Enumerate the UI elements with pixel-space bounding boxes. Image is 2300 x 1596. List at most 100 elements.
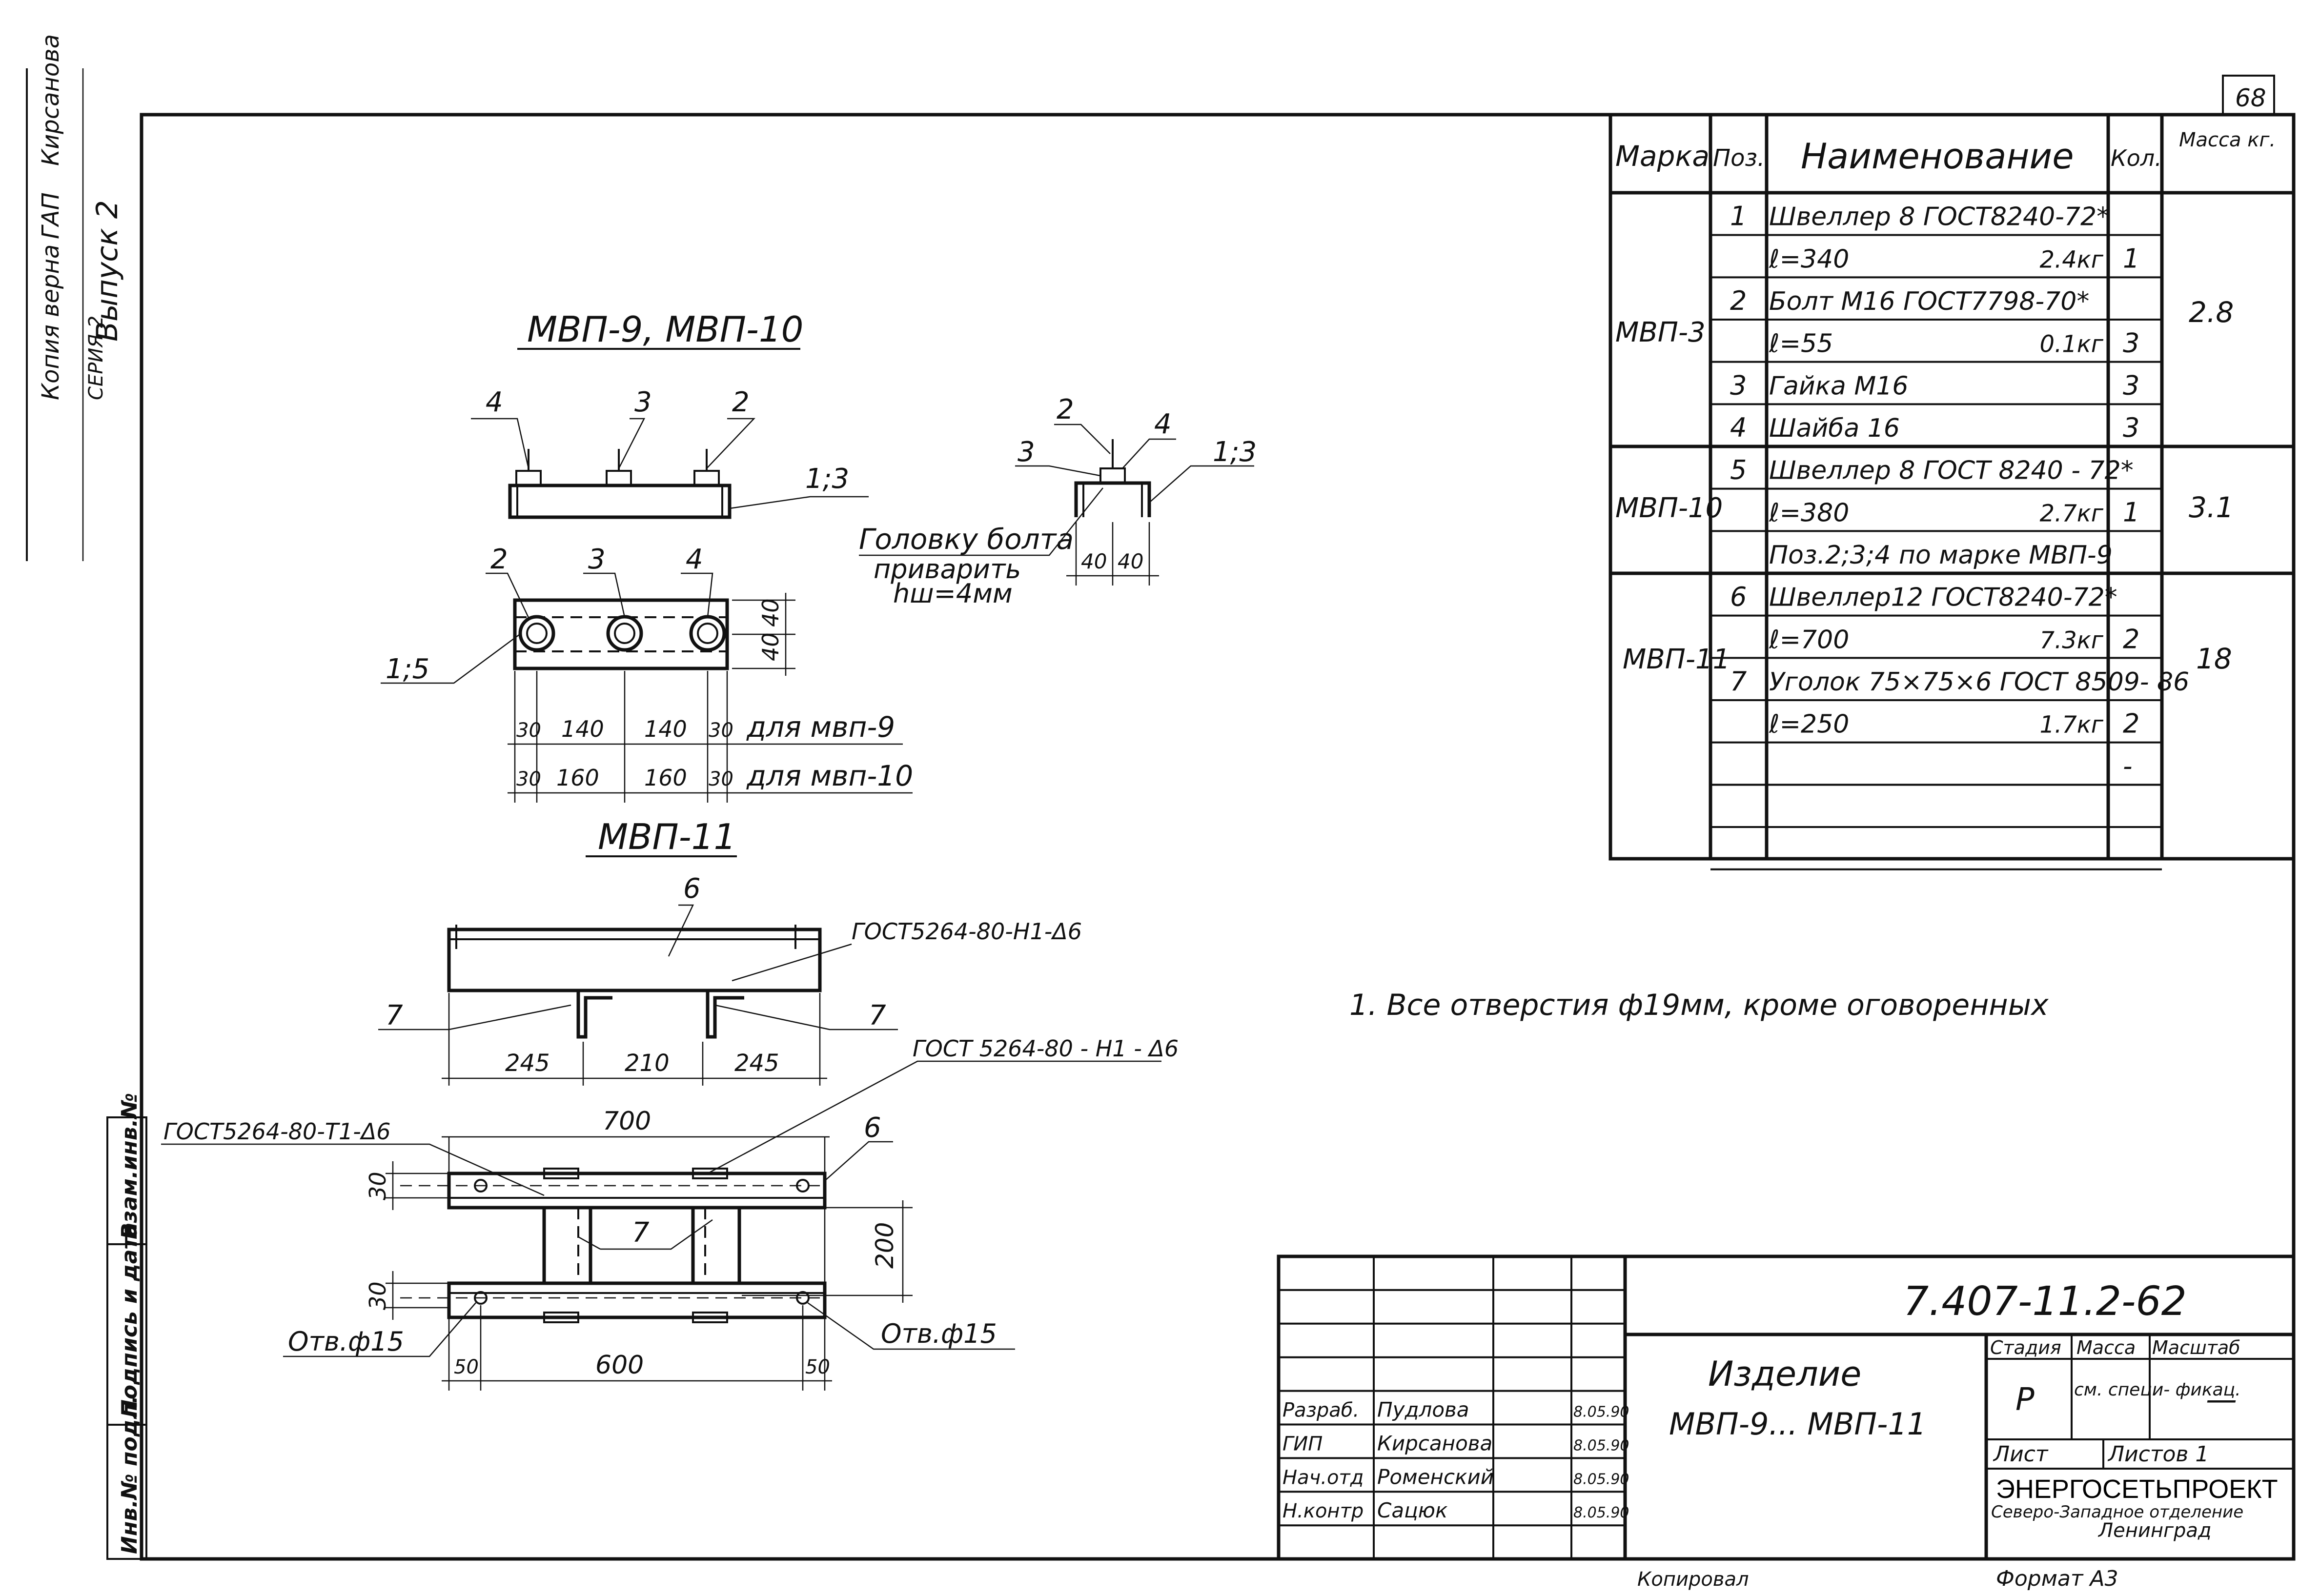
dim-side-0: 40 bbox=[1081, 549, 1107, 573]
spec-row-qty: 3 bbox=[2123, 412, 2139, 443]
dim9-2: 140 bbox=[644, 716, 687, 742]
spec-row-qty: 1 bbox=[2123, 243, 2139, 274]
label-for-mvp10: для мвп-10 bbox=[746, 759, 913, 792]
sig-role: Н.контр bbox=[1282, 1500, 1364, 1522]
binding-label-1: Подпись и дата bbox=[117, 1222, 142, 1417]
side-stamp: Копия верна ГАП Кирсанова СЕРИЯ 2 Выпуск… bbox=[26, 34, 124, 561]
callout-7-right: 7 bbox=[869, 1000, 886, 1031]
sig-name: Пудлова bbox=[1377, 1398, 1469, 1422]
hole-label-right: Отв.ф15 bbox=[881, 1318, 997, 1349]
callout-2-side: 2 bbox=[1057, 394, 1074, 425]
spec-row-pos: 1 bbox=[1730, 201, 1747, 232]
dim-40-a: 40 bbox=[757, 598, 784, 627]
dim10-2: 160 bbox=[644, 765, 687, 791]
org-sub1: Северо-Западное отделение bbox=[1991, 1502, 2243, 1522]
format-label: Формат А3 bbox=[1996, 1566, 2118, 1591]
spec-row-pos: 2 bbox=[1730, 285, 1747, 316]
dim11-1: 210 bbox=[625, 1050, 670, 1077]
callout-1-3-side: 1;3 bbox=[1213, 436, 1257, 468]
callout-4-elev: 4 bbox=[486, 386, 503, 418]
dim-700: 700 bbox=[603, 1107, 651, 1136]
spec-row-qty: 2 bbox=[2123, 624, 2139, 654]
callout-3-side: 3 bbox=[1018, 436, 1035, 468]
sig-role: Разраб. bbox=[1282, 1399, 1359, 1422]
dim-30-b: 30 bbox=[365, 1281, 391, 1310]
binding-stamp: Взам.инв.№ Подпись и дата Инв.№ подл. bbox=[106, 1093, 147, 1560]
callout-6-plan: 6 bbox=[864, 1112, 881, 1144]
item-name: МВП-9... МВП-11 bbox=[1669, 1406, 1926, 1442]
spec-row-name: ℓ=250 bbox=[1769, 710, 1849, 739]
spec-row-name: Поз.2;3;4 по марке МВП-9 bbox=[1769, 541, 2113, 570]
spec-row-name: ℓ=380 bbox=[1769, 498, 1849, 527]
copied-label: Копировал bbox=[1637, 1568, 1749, 1591]
callout-3-plan: 3 bbox=[588, 544, 606, 575]
dim-50-b: 50 bbox=[805, 1356, 830, 1378]
callout-1-5: 1;5 bbox=[386, 653, 429, 685]
callout-2-elev: 2 bbox=[732, 386, 750, 418]
side-stamp-line3: Кирсанова bbox=[37, 34, 64, 166]
sig-date: 8.05.90 bbox=[1573, 1471, 1629, 1488]
weld-note-3: hш=4мм bbox=[893, 578, 1013, 609]
callout-1-3-elev: 1;3 bbox=[805, 463, 849, 495]
scale-header: Масштаб bbox=[2152, 1337, 2240, 1358]
mass-header: Масса bbox=[2076, 1337, 2136, 1358]
callout-3-elev: 3 bbox=[634, 386, 652, 418]
label-for-mvp9: для мвп-9 bbox=[746, 710, 895, 744]
spec-row-pos: 4 bbox=[1730, 412, 1747, 443]
title-block: 7.407-11.2-62 Изделие МВП-9... МВП-11 Ст… bbox=[1277, 1254, 2296, 1591]
weld-gost-2: ГОСТ 5264-80 - Н1 - Δ6 bbox=[913, 1035, 1179, 1062]
weld-gost-1: ГОСТ5264-80-Н1-Δ6 bbox=[852, 918, 1082, 945]
spec-row-mass: 1.7кг bbox=[2039, 711, 2103, 739]
sheets-label: Листов 1 bbox=[2107, 1442, 2209, 1467]
binding-label-0: Взам.инв.№ bbox=[117, 1093, 142, 1239]
spec-row-mass: 2.4кг bbox=[2039, 246, 2103, 273]
dim9-0: 30 bbox=[516, 719, 541, 742]
dim-side-1: 40 bbox=[1118, 549, 1143, 573]
sig-name: Сацюк bbox=[1377, 1498, 1448, 1522]
header-name: Наименование bbox=[1801, 136, 2074, 177]
spec-row-mass: 2.7кг bbox=[2039, 500, 2103, 527]
dim10-0: 30 bbox=[516, 768, 541, 790]
item-label: Изделие bbox=[1708, 1354, 1861, 1394]
callout-7-left: 7 bbox=[386, 1000, 403, 1031]
spec-row-name: Швеллер 8 ГОСТ 8240 - 72* bbox=[1769, 456, 2134, 485]
spec-row-qty: 3 bbox=[2123, 328, 2139, 359]
stage-value: Р bbox=[2015, 1382, 2035, 1418]
sig-date: 8.05.90 bbox=[1573, 1404, 1629, 1421]
spec-row-mass: 0.1кг bbox=[2039, 331, 2103, 358]
group-mass-1: 3.1 bbox=[2189, 491, 2234, 524]
side-stamp-series: СЕРИЯ 2 bbox=[85, 316, 107, 400]
spec-table: Марка Поз. Наименование Кол. Масса кг. М… bbox=[1608, 113, 2296, 870]
dim10-3: 30 bbox=[709, 768, 733, 790]
dim9-1: 140 bbox=[561, 716, 604, 742]
page-number: 68 bbox=[2235, 84, 2266, 112]
dim11-0: 245 bbox=[505, 1050, 550, 1077]
org-name: ЭНЕРГОСЕТЬПРОЕКТ bbox=[1996, 1475, 2278, 1504]
org-sub2: Ленинград bbox=[2097, 1519, 2212, 1542]
mass-value: см. специ- фикац. bbox=[2074, 1380, 2241, 1400]
sheet-label: Лист bbox=[1993, 1442, 2049, 1467]
sig-date: 8.05.90 bbox=[1573, 1504, 1629, 1521]
bolt-elev bbox=[515, 449, 720, 486]
dim-200: 200 bbox=[871, 1222, 899, 1269]
callout-2-plan: 2 bbox=[490, 544, 508, 575]
header-pos: Поз. bbox=[1713, 144, 1765, 172]
spec-row-name: Уголок 75×75×6 ГОСТ 8509- 86 bbox=[1769, 667, 2189, 697]
group-mark-2: МВП-11 bbox=[1623, 644, 1730, 675]
spec-row-pos: 6 bbox=[1730, 582, 1747, 612]
spec-row-name: Шайба 16 bbox=[1769, 414, 1900, 443]
spec-row-name: ℓ=700 bbox=[1769, 625, 1849, 654]
spec-row-name: ℓ=340 bbox=[1769, 244, 1849, 274]
weld-gost-3: ГОСТ5264-80-Т1-Δ6 bbox=[163, 1118, 391, 1145]
binding-label-2: Инв.№ подл. bbox=[117, 1395, 142, 1554]
sig-role: ГИП bbox=[1282, 1433, 1323, 1455]
view-mvp9-10: МВП-9, МВП-10 4 3 2 1;3 bbox=[381, 309, 913, 803]
sig-name: Кирсанова bbox=[1377, 1431, 1492, 1455]
doc-number: 7.407-11.2-62 bbox=[1903, 1278, 2187, 1325]
view-side-section: 2 3 4 1;3 Головку болта приварить hш=4мм… bbox=[859, 394, 1257, 609]
header-mass: Масса кг. bbox=[2179, 129, 2276, 151]
group-mark-0: МВП-3 bbox=[1615, 317, 1706, 348]
spec-row-name: Гайка М16 bbox=[1769, 371, 1908, 401]
sig-role: Нач.отд bbox=[1282, 1466, 1364, 1489]
